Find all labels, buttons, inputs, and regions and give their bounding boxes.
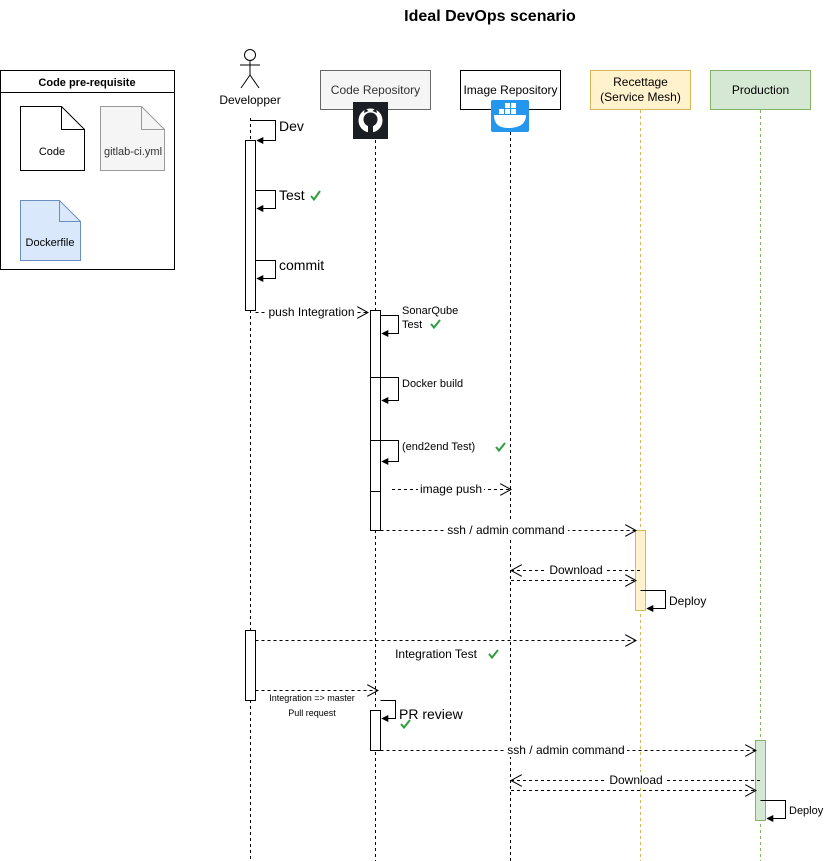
code-file-icon: Code — [20, 106, 85, 171]
ssh-admin-2-label: ssh / admin command — [507, 743, 624, 757]
stick-figure-icon — [240, 49, 260, 89]
activation-recette-1 — [635, 530, 646, 611]
activation-production-1 — [755, 740, 766, 821]
download-1-label: Download — [549, 563, 602, 577]
integration-test-label: Integration Test — [395, 647, 477, 661]
docker-icon — [491, 100, 529, 132]
sonarqube-label-line2: Test — [402, 319, 422, 331]
message-integration-test: Integration Test — [255, 641, 637, 661]
recette-label-line2: (Service Mesh) — [600, 90, 681, 104]
self-message-docker-build: Docker build — [370, 377, 463, 404]
dev-label: Dev — [279, 118, 304, 134]
image-repo-label: Image Repository — [463, 83, 557, 97]
ssh-admin-1-label: ssh / admin command — [447, 523, 564, 537]
push-integration-label: push Integration — [268, 305, 354, 319]
activation-code-repo-2 — [370, 710, 381, 751]
code-file-label: Code — [39, 146, 65, 158]
code-repo-actor: Code Repository — [320, 70, 431, 139]
message-push-integration: push Integration — [255, 304, 369, 319]
image-repo-actor: Image Repository — [460, 70, 561, 132]
gitlab-ci-file-label: gitlab-ci.yml — [104, 146, 162, 158]
prereq-box: Code pre-requisite Code gitlab-ci.yml Do… — [0, 70, 175, 270]
self-message-sonarqube: SonarQube Test — [380, 305, 458, 337]
self-message-end2end: (end2end Test) — [370, 440, 506, 465]
developer-actor: Developper — [219, 49, 281, 107]
activation-code-repo-1 — [370, 310, 381, 531]
message-pull-request: Integration => master Pull request — [255, 691, 379, 718]
sonarqube-label-line1: SonarQube — [402, 305, 458, 317]
self-message-pr-review: PR review — [380, 700, 464, 730]
checkmark-icon — [430, 319, 441, 330]
recette-actor: Recettage (Service Mesh) — [590, 70, 691, 110]
self-message-test: Test — [255, 187, 321, 212]
self-message-deploy-2: Deploy — [760, 800, 824, 822]
checkmark-icon — [400, 719, 411, 730]
recette-label-line1: Recettage — [613, 75, 668, 89]
message-download-1: Download — [511, 562, 640, 581]
docker-build-label: Docker build — [402, 378, 463, 390]
checkmark-icon — [310, 190, 321, 202]
self-message-commit: commit — [255, 257, 324, 282]
gitlab-ci-file-icon: gitlab-ci.yml — [100, 106, 165, 171]
dockerfile-file-label: Dockerfile — [26, 237, 75, 249]
message-image-push: image push — [392, 482, 511, 497]
test-label: Test — [279, 187, 305, 203]
github-icon — [353, 102, 388, 139]
deploy-2-label: Deploy — [789, 805, 824, 817]
integration-master-label: Integration => master — [269, 693, 355, 703]
image-push-label: image push — [420, 482, 482, 496]
pr-review-label: PR review — [399, 706, 464, 722]
dockerfile-file-icon: Dockerfile — [20, 200, 81, 261]
prereq-header: Code pre-requisite — [38, 77, 135, 89]
activation-developer-2 — [245, 630, 256, 701]
production-actor: Production — [710, 70, 811, 110]
diagram-title: Ideal DevOps scenario — [404, 8, 576, 25]
deploy-1-label: Deploy — [669, 594, 706, 608]
checkmark-icon — [495, 442, 506, 453]
message-ssh-admin-1: ssh / admin command — [380, 522, 637, 537]
self-message-deploy-1: Deploy — [640, 590, 706, 612]
checkmark-icon — [488, 649, 499, 660]
download-2-label: Download — [609, 773, 662, 787]
production-label: Production — [732, 83, 789, 97]
self-message-dev: Dev — [250, 118, 304, 144]
code-repo-label: Code Repository — [331, 83, 420, 97]
message-ssh-admin-2: ssh / admin command — [380, 742, 757, 757]
commit-label: commit — [279, 257, 324, 273]
activation-developer-1 — [245, 140, 256, 311]
message-download-2: Download — [511, 772, 760, 791]
activation-bars — [245, 140, 766, 821]
pull-request-label: Pull request — [288, 708, 336, 718]
developer-label: Developper — [219, 93, 280, 107]
end2end-label: (end2end Test) — [402, 441, 475, 453]
